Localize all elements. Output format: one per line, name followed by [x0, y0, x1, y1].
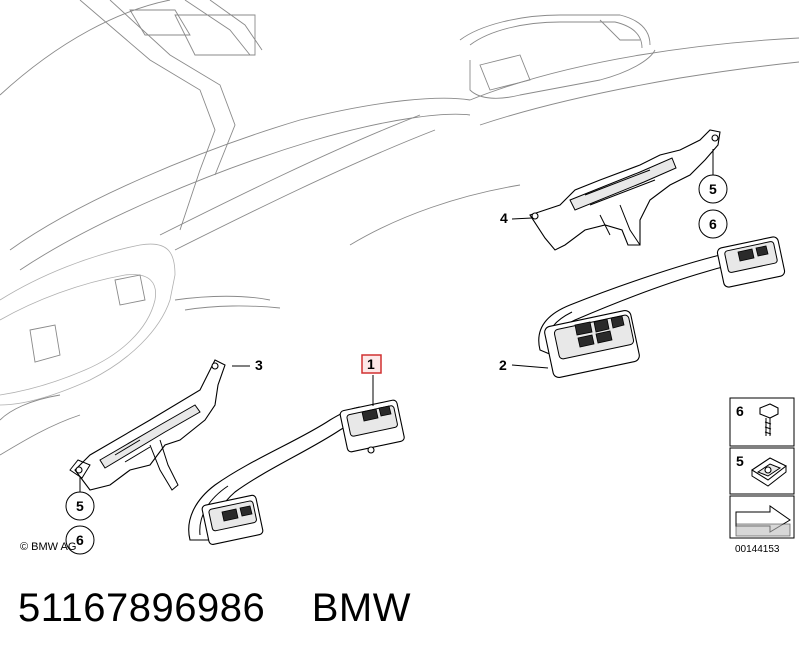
legend-panel: 6 5	[729, 397, 795, 539]
part-caption: 51167896986 BMW	[18, 586, 411, 631]
callout-circle-5-right	[698, 174, 728, 204]
callout-3[interactable]: 3	[255, 357, 263, 373]
callout-5-left[interactable]: 5	[76, 498, 84, 514]
highlight-box-part-1	[361, 354, 382, 374]
grab-handle-part-2	[538, 236, 786, 379]
headliner-outline	[0, 0, 799, 456]
brand-name: BMW	[311, 586, 411, 630]
diagram-number: 00144153	[735, 544, 780, 555]
callout-4[interactable]: 4	[500, 210, 508, 226]
clip-nut-icon	[750, 457, 788, 487]
callout-5-right[interactable]: 5	[709, 181, 717, 197]
callout-circle-6-left	[65, 525, 95, 555]
callouts: 1 2 3 4 5 6 5 6	[65, 174, 728, 555]
legend-box-6[interactable]	[729, 397, 795, 447]
callout-6-left[interactable]: 6	[76, 532, 84, 548]
leader-lines	[79, 149, 714, 492]
bracket-part-3	[69, 359, 226, 491]
direction-arrow-icon	[735, 505, 791, 537]
legend-label-6: 6	[736, 403, 744, 419]
legend-label-5: 5	[736, 453, 744, 469]
grab-handle-part-1	[188, 399, 405, 545]
callout-circle-6-right	[698, 209, 728, 239]
bracket-part-4	[529, 129, 721, 251]
part-number[interactable]: 51167896986	[18, 586, 266, 630]
callout-circle-5-left	[65, 491, 95, 521]
copyright-notice: © BMW AG	[20, 541, 77, 553]
callout-1[interactable]: 1	[367, 356, 375, 372]
callout-2[interactable]: 2	[499, 357, 507, 373]
callout-6-right[interactable]: 6	[709, 216, 717, 232]
screw-icon	[759, 403, 779, 436]
caption-spacer	[265, 586, 311, 630]
